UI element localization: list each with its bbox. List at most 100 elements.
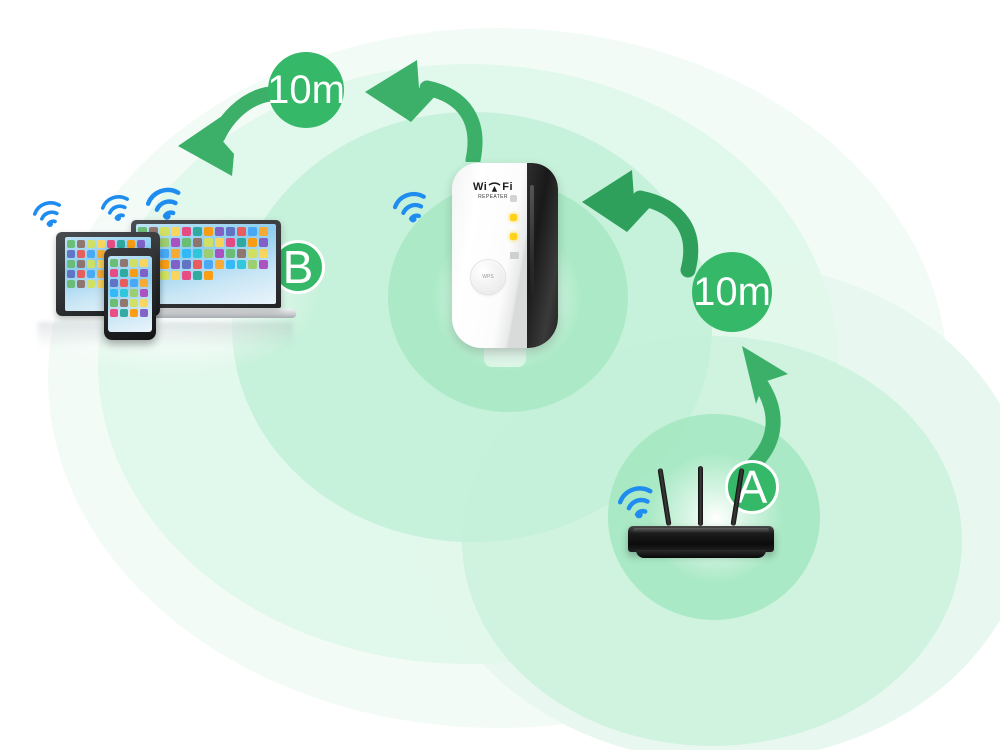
app-icon — [248, 227, 257, 236]
badge-distance-right[interactable]: 10m — [692, 252, 772, 332]
repeater-plug — [484, 345, 526, 367]
app-icon — [149, 227, 158, 236]
app-icon — [137, 240, 145, 248]
app-icon — [171, 227, 180, 236]
app-icon — [67, 260, 75, 268]
app-icon — [204, 260, 213, 269]
client-device-cluster[interactable] — [38, 218, 299, 348]
app-icon — [138, 227, 147, 236]
app-icon — [130, 259, 138, 267]
app-icon — [171, 249, 180, 258]
app-icon — [160, 238, 169, 247]
router-chassis — [628, 526, 774, 552]
repeater-wlan-led — [510, 214, 517, 221]
app-icon — [97, 250, 105, 258]
badge-distance-top[interactable]: 10m — [267, 52, 345, 128]
app-icon — [120, 269, 128, 277]
app-icon — [87, 260, 95, 268]
app-icon — [130, 309, 138, 317]
app-icon — [259, 249, 268, 258]
app-icon — [226, 260, 235, 269]
repeater-brand-fi: Fi — [502, 181, 514, 193]
app-icon — [160, 271, 169, 280]
smartphone-device[interactable] — [104, 248, 156, 340]
app-icon — [193, 271, 202, 280]
wifi-signal-tablet-icon — [33, 201, 61, 227]
app-icon — [140, 269, 148, 277]
app-icon — [97, 280, 105, 288]
app-icon — [110, 309, 118, 317]
app-icon — [215, 260, 224, 269]
app-icon — [193, 227, 202, 236]
repeater-body: Wi Fi REPEATER WPS — [452, 163, 558, 348]
app-icon — [160, 260, 169, 269]
app-icon — [67, 250, 75, 258]
app-icon — [182, 249, 191, 258]
app-icon — [110, 299, 118, 307]
app-icon — [77, 260, 85, 268]
app-icon — [171, 271, 180, 280]
app-icon — [120, 289, 128, 297]
app-icon — [130, 289, 138, 297]
app-icon — [120, 259, 128, 267]
phone-screen — [108, 256, 152, 332]
app-icon — [204, 271, 213, 280]
app-icon — [215, 227, 224, 236]
repeater-lan-led — [510, 252, 519, 259]
repeater-subtitle: REPEATER — [478, 194, 508, 200]
app-icon — [248, 238, 257, 247]
app-icon — [87, 250, 95, 258]
app-icon — [110, 289, 118, 297]
wps-button-label: WPS — [482, 274, 494, 280]
repeater-power-led — [510, 195, 517, 202]
app-icon — [97, 260, 105, 268]
app-icon — [237, 227, 246, 236]
app-icon — [182, 238, 191, 247]
app-icon — [77, 250, 85, 258]
app-icon — [182, 260, 191, 269]
app-icon — [110, 259, 118, 267]
wifi-repeater-device[interactable]: Wi Fi REPEATER WPS — [452, 163, 558, 367]
app-icon — [204, 227, 213, 236]
app-icon — [127, 240, 135, 248]
wifi-signal-repeater-icon — [393, 191, 426, 223]
app-icon — [120, 309, 128, 317]
app-icon — [182, 271, 191, 280]
badge-point-a[interactable]: A — [725, 460, 779, 514]
app-icon — [67, 240, 75, 248]
app-icon — [193, 238, 202, 247]
router-base-plate — [636, 550, 766, 558]
repeater-wifi-glyph-icon — [488, 182, 501, 192]
arrow-router-to-badge — [742, 346, 788, 472]
app-icon — [67, 280, 75, 288]
app-icon — [87, 270, 95, 278]
app-icon — [215, 249, 224, 258]
repeater-brand-wi: Wi — [472, 181, 488, 193]
app-icon — [215, 238, 224, 247]
arrow-top-to-badge — [365, 60, 483, 162]
device-reflection — [38, 322, 293, 348]
app-icon — [204, 238, 213, 247]
app-icon — [171, 260, 180, 269]
app-icon — [248, 260, 257, 269]
app-icon — [160, 227, 169, 236]
app-icon — [259, 227, 268, 236]
repeater-wps-button[interactable]: WPS — [470, 259, 506, 295]
app-icon — [87, 280, 95, 288]
app-icon — [193, 249, 202, 258]
app-icon — [107, 240, 115, 248]
app-icon — [204, 249, 213, 258]
app-icon — [97, 270, 105, 278]
repeater-led-panel — [510, 195, 522, 269]
app-icon — [226, 238, 235, 247]
app-icon — [77, 270, 85, 278]
app-icon — [110, 279, 118, 287]
wireless-router-device[interactable] — [628, 466, 774, 558]
app-icon — [87, 240, 95, 248]
repeater-dark-panel — [527, 163, 558, 348]
app-icon — [259, 260, 268, 269]
app-icon — [226, 227, 235, 236]
router-antenna-left — [657, 467, 672, 527]
router-antenna-right — [730, 467, 745, 527]
app-icon — [140, 309, 148, 317]
